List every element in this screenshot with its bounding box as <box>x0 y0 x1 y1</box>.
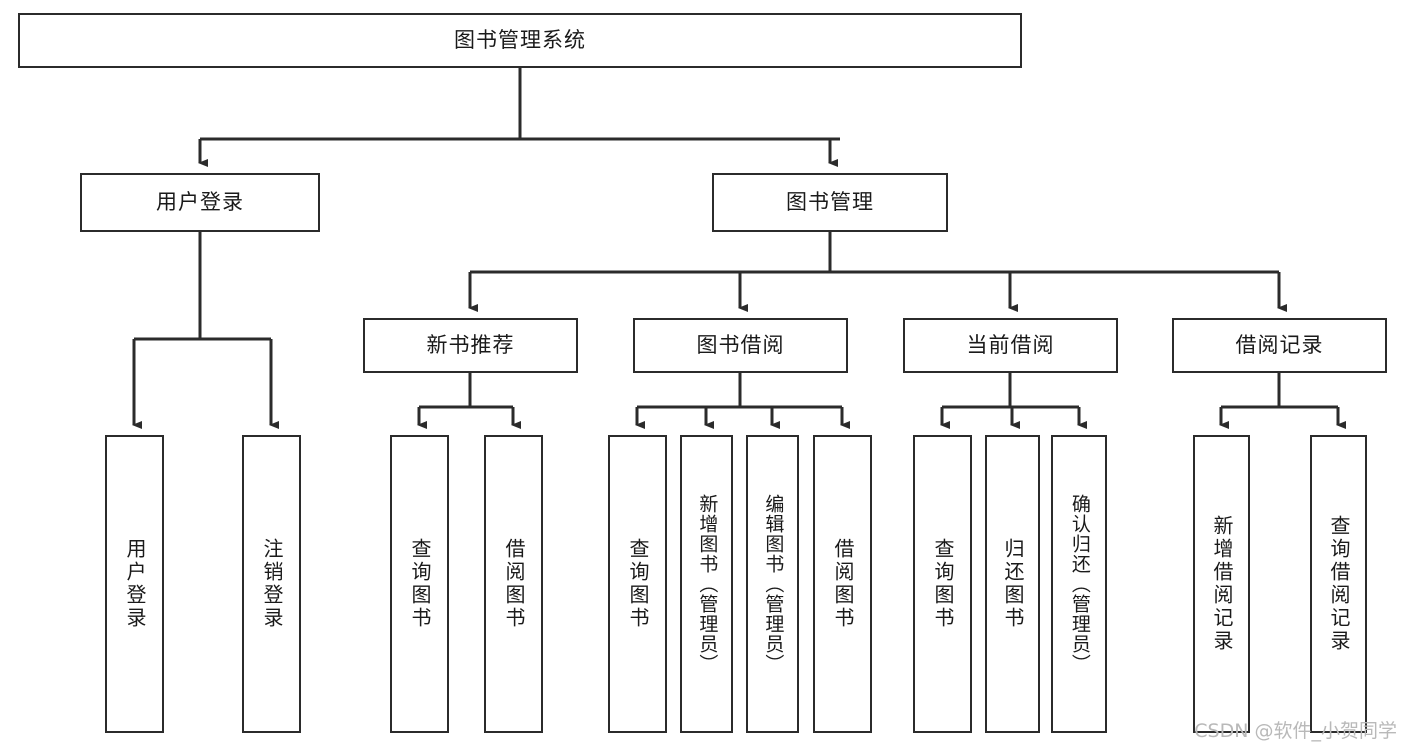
leaf-borrow-books-borrowing[interactable]: 借阅图书 <box>813 435 872 733</box>
leaf-label: 查询借阅记录 <box>1327 515 1351 653</box>
leaf-label: 查询图书 <box>626 538 650 630</box>
node-book-management[interactable]: 图书管理 <box>712 173 948 232</box>
leaf-user-login[interactable]: 用户登录 <box>105 435 164 733</box>
leaf-confirm-return-admin[interactable]: 确认归还（管理员） <box>1051 435 1107 733</box>
leaf-logout[interactable]: 注销登录 <box>242 435 301 733</box>
node-user-login[interactable]: 用户登录 <box>80 173 320 232</box>
watermark: CSDN @软件_小贺同学 <box>1194 720 1397 742</box>
leaf-label: 注销登录 <box>260 538 284 630</box>
leaf-edit-book-admin[interactable]: 编辑图书（管理员） <box>746 435 799 733</box>
leaf-label: 归还图书 <box>1001 538 1025 630</box>
leaf-label: 查询图书 <box>931 538 955 630</box>
leaf-add-borrow-record[interactable]: 新增借阅记录 <box>1193 435 1250 733</box>
leaf-query-books-borrowing[interactable]: 查询图书 <box>608 435 667 733</box>
leaf-label: 用户登录 <box>123 538 147 630</box>
leaf-label: 查询图书 <box>408 538 432 630</box>
leaf-borrow-books-newbook[interactable]: 借阅图书 <box>484 435 543 733</box>
node-borrow-records[interactable]: 借阅记录 <box>1172 318 1387 373</box>
node-root[interactable]: 图书管理系统 <box>18 13 1022 68</box>
leaf-label: 新增图书（管理员） <box>696 494 719 674</box>
node-current-borrowing[interactable]: 当前借阅 <box>903 318 1118 373</box>
leaf-query-books-current[interactable]: 查询图书 <box>913 435 972 733</box>
leaf-label: 借阅图书 <box>831 538 855 630</box>
leaf-label: 借阅图书 <box>502 538 526 630</box>
node-new-book-recommendation[interactable]: 新书推荐 <box>363 318 578 373</box>
leaf-query-borrow-record[interactable]: 查询借阅记录 <box>1310 435 1367 733</box>
leaf-query-books-newbook[interactable]: 查询图书 <box>390 435 449 733</box>
node-book-borrowing[interactable]: 图书借阅 <box>633 318 848 373</box>
leaf-add-book-admin[interactable]: 新增图书（管理员） <box>680 435 733 733</box>
leaf-return-books[interactable]: 归还图书 <box>985 435 1040 733</box>
leaf-label: 确认归还（管理员） <box>1068 494 1091 674</box>
leaf-label: 编辑图书（管理员） <box>762 494 785 674</box>
leaf-label: 新增借阅记录 <box>1210 515 1234 653</box>
